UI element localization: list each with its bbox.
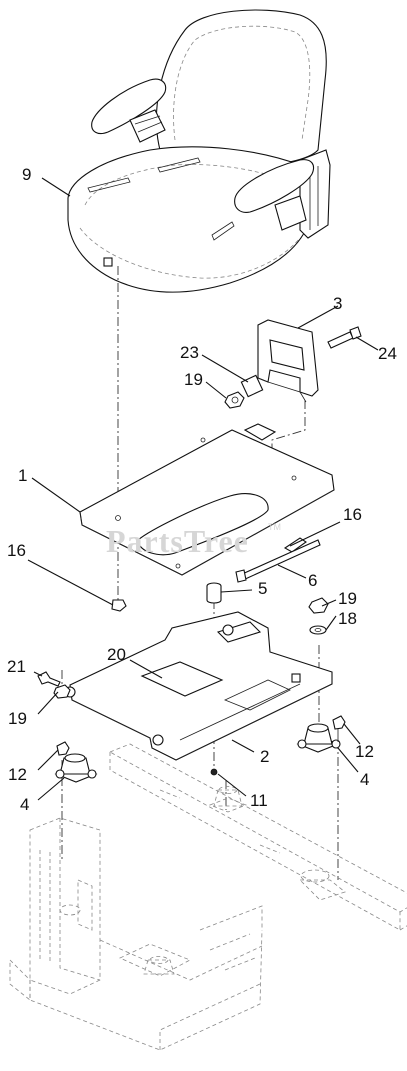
callout-3: 3 bbox=[333, 294, 342, 313]
hardware-upper bbox=[224, 326, 362, 409]
bracket-drawing bbox=[257, 319, 319, 403]
seat-drawing bbox=[67, 9, 331, 293]
callout-23: 23 bbox=[180, 343, 199, 362]
callout-2: 2 bbox=[260, 747, 269, 766]
callout-6: 6 bbox=[308, 571, 317, 590]
svg-text:TM: TM bbox=[268, 522, 281, 532]
callout-19-upper: 19 bbox=[184, 370, 203, 389]
isolators-drawing bbox=[54, 715, 346, 783]
callout-18: 18 bbox=[338, 609, 357, 628]
callout-9: 9 bbox=[22, 165, 31, 184]
frame-ghost bbox=[9, 743, 407, 1051]
callout-12-right: 12 bbox=[355, 742, 374, 761]
callout-12-left: 12 bbox=[8, 765, 27, 784]
callout-labels: 9 3 24 23 19 1 16 16 5 6 19 18 20 21 19 … bbox=[7, 165, 397, 814]
callout-20: 20 bbox=[107, 645, 126, 664]
svg-text:PartsTree: PartsTree bbox=[106, 523, 249, 559]
leader-lines bbox=[27, 177, 379, 801]
callout-16-right: 16 bbox=[343, 505, 362, 524]
callout-19-left: 19 bbox=[8, 709, 27, 728]
callout-19-right: 19 bbox=[338, 589, 357, 608]
callout-5: 5 bbox=[258, 579, 267, 598]
mount-plate-drawing bbox=[64, 611, 333, 776]
hardware-middle bbox=[111, 537, 321, 612]
callout-11: 11 bbox=[250, 791, 268, 810]
hardware-right bbox=[308, 597, 329, 635]
watermark: PartsTree TM bbox=[106, 522, 281, 559]
seat-plate-drawing bbox=[79, 423, 335, 576]
callout-24: 24 bbox=[378, 344, 397, 363]
callout-21: 21 bbox=[7, 657, 26, 676]
hardware-left bbox=[37, 671, 71, 699]
callout-4-right: 4 bbox=[360, 770, 369, 789]
callout-4-left: 4 bbox=[20, 795, 29, 814]
callout-16-left: 16 bbox=[7, 541, 26, 560]
callout-1: 1 bbox=[18, 466, 27, 485]
